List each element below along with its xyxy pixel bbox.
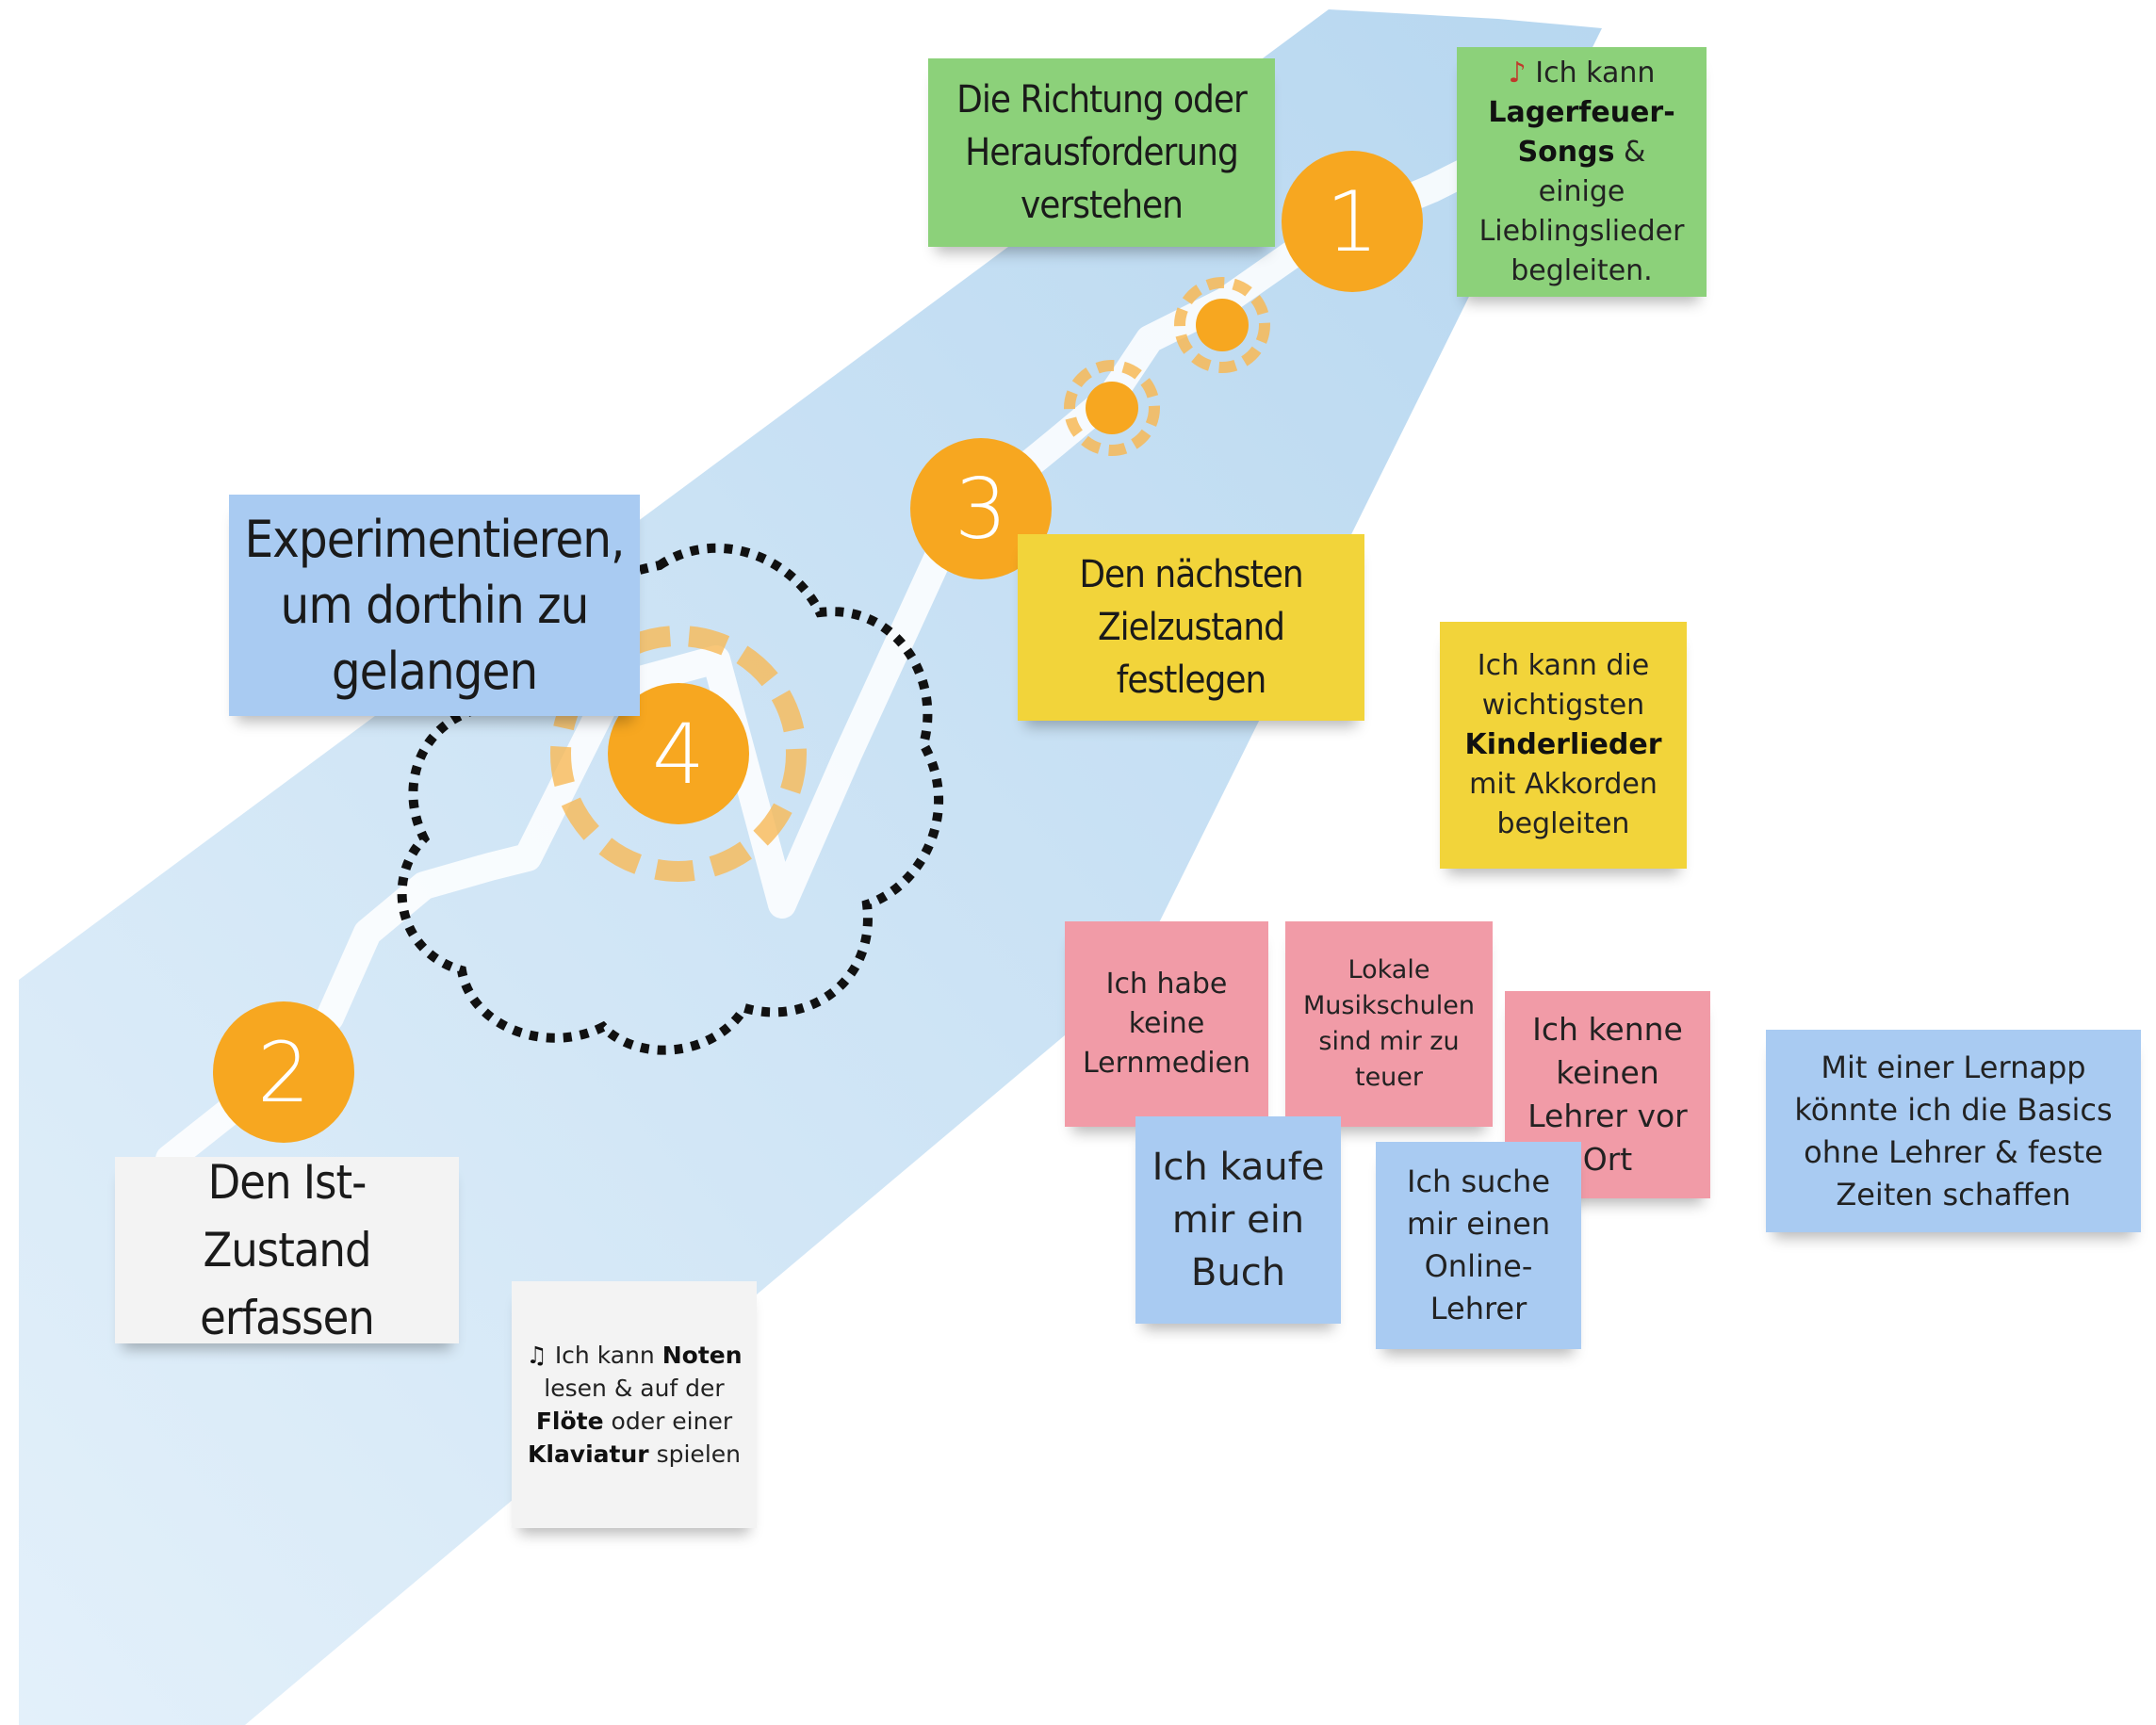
step-1-label-note[interactable]: Die Richtung oder Herausforderung verste… <box>928 58 1275 247</box>
current-text-post: spielen <box>656 1440 741 1468</box>
step-1-label: Die Richtung oder Herausforderung verste… <box>956 78 1248 227</box>
obstacle-text: Ich kenne keinen Lehrer vor Ort <box>1527 1011 1688 1178</box>
challenge-text-pre: Ich kann <box>1535 56 1656 90</box>
target-text-bold: Kinderlieder <box>1464 728 1662 761</box>
step-2-label-note[interactable]: Den Ist-Zustand erfassen <box>115 1155 459 1345</box>
current-text-bold2: Flöte <box>535 1408 604 1435</box>
experiment-cloud <box>397 543 943 1055</box>
obstacle-note[interactable]: Lokale Musikschulen sind mir zu teuer <box>1285 921 1493 1127</box>
obstacle-note[interactable]: Ich habe keine Lernmedien <box>1065 921 1268 1127</box>
obstacle-note[interactable]: Ich kenne keinen Lehrer vor Ort <box>1505 991 1710 1198</box>
step-4-label-note[interactable]: Experimentieren, um dorthin zu gelangen <box>229 495 640 716</box>
current-text-bold3: Klaviatur <box>528 1440 649 1468</box>
ring-step4 <box>550 626 807 882</box>
challenge-note[interactable]: ♪ Ich kann Lagerfeuer-Songs & einige Lie… <box>1457 47 1707 297</box>
target-text-pre: Ich kann die wichtigsten <box>1477 649 1650 722</box>
step-3-label: Den nächsten Zielzustand festlegen <box>1079 553 1303 702</box>
current-text-mid2: oder einer <box>611 1408 733 1435</box>
experiment-note[interactable]: Mit einer Lernapp könnte ich die Basics … <box>1766 1030 2141 1232</box>
ring-small-2-core <box>1086 382 1138 434</box>
current-condition-note[interactable]: ♫ Ich kann Noten lesen & auf der Flöte o… <box>512 1281 757 1528</box>
experiment-note[interactable]: Ich kaufe mir ein Buch <box>1135 1116 1341 1324</box>
step-1-badge: 1 <box>1282 151 1423 292</box>
step-4-label: Experimentieren, um dorthin zu gelangen <box>244 509 625 701</box>
challenge-text-post: & einige Lieblingslieder begleiten. <box>1478 135 1685 287</box>
experiment-text: Mit einer Lernapp könnte ich die Basics … <box>1794 1049 2113 1212</box>
experiment-note[interactable]: Ich suche mir einen Online-Lehrer <box>1376 1142 1581 1349</box>
obstacle-text: Lokale Musikschulen sind mir zu teuer <box>1303 955 1475 1092</box>
step-2-label: Den Ist-Zustand erfassen <box>200 1155 375 1345</box>
target-condition-note[interactable]: Ich kann die wichtigsten Kinderlieder mi… <box>1440 622 1687 869</box>
music-note-icon: ♫ <box>526 1342 547 1369</box>
target-text-post: mit Akkorden begleiten <box>1469 768 1658 840</box>
obstacle-text: Ich habe keine Lernmedien <box>1083 968 1250 1080</box>
ring-small-1-core <box>1196 299 1249 351</box>
current-text-bold1: Noten <box>662 1342 743 1369</box>
experiment-text: Ich kaufe mir ein Buch <box>1152 1146 1325 1294</box>
step-2-badge: 2 <box>213 1001 354 1143</box>
challenge-text-bold: Lagerfeuer-Songs <box>1488 95 1675 169</box>
current-text-pre: Ich kann <box>554 1342 655 1369</box>
experiment-text: Ich suche mir einen Online-Lehrer <box>1406 1164 1551 1326</box>
current-text-mid1: lesen & auf der <box>544 1375 725 1402</box>
step-3-label-note[interactable]: Den nächsten Zielzustand festlegen <box>1018 534 1364 721</box>
ring-small-1 <box>1174 277 1270 373</box>
ring-small-2 <box>1064 360 1160 456</box>
guitar-icon: ♪ <box>1508 56 1527 90</box>
